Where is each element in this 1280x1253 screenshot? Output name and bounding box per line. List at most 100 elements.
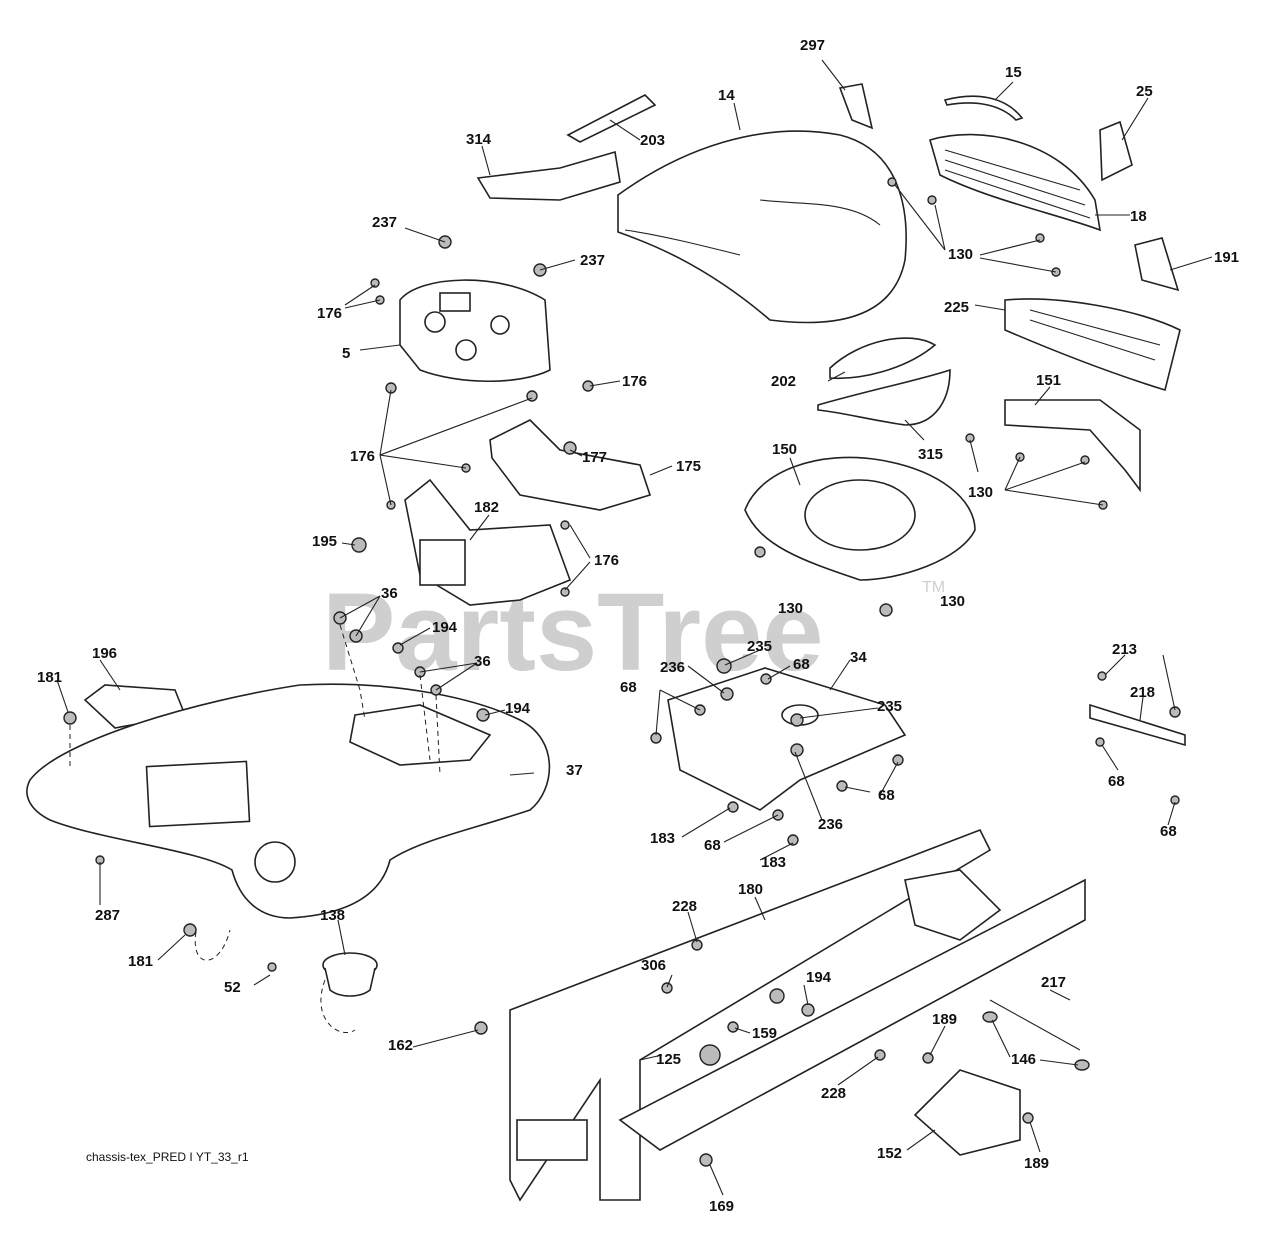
part-label-194-c: 194 xyxy=(806,969,832,986)
diagram-code: chassis-tex_PRED I YT_33_r1 xyxy=(86,1150,249,1164)
assembly-line xyxy=(320,979,356,1033)
part-label-176-b: 176 xyxy=(622,373,647,390)
frame-slot xyxy=(516,1119,588,1161)
part-label-150: 150 xyxy=(772,441,797,458)
part-label-125: 125 xyxy=(656,1051,681,1068)
part-203 xyxy=(566,94,657,143)
assembly-line xyxy=(339,624,366,721)
part-152 xyxy=(913,1069,1021,1156)
part-label-181-b: 181 xyxy=(128,953,153,970)
part-label-183-b: 183 xyxy=(761,854,786,871)
part-label-228-b: 228 xyxy=(821,1085,846,1102)
part-label-177: 177 xyxy=(582,449,607,466)
part-label-130-d: 130 xyxy=(940,593,965,610)
part-label-191: 191 xyxy=(1214,249,1239,266)
part-labels: 297 15 14 25 314 203 18 130 191 237 237 … xyxy=(37,37,1239,1215)
part-label-225: 225 xyxy=(944,299,969,316)
part-175 xyxy=(489,419,652,511)
part-label-162: 52 xyxy=(224,979,241,996)
part-label-34: 34 xyxy=(850,649,867,666)
part-label-130-c: 130 xyxy=(778,600,803,617)
part-label-169: 169 xyxy=(709,1198,734,1215)
part-label-5: 5 xyxy=(342,345,350,362)
part-label-176-d: 176 xyxy=(594,552,619,569)
part-label-315: 315 xyxy=(918,446,943,463)
part-label-180: 180 xyxy=(738,881,763,898)
part-315 xyxy=(817,368,951,426)
part-label-36-b: 36 xyxy=(474,653,491,670)
frame-crossmember xyxy=(904,869,1002,941)
part-label-138: 138 xyxy=(320,907,345,924)
part-label-196: 196 xyxy=(92,645,117,662)
assembly-line xyxy=(194,929,231,961)
part-label-228-a: 228 xyxy=(672,898,697,915)
part-15 xyxy=(943,95,1024,121)
part-label-68-d: 68 xyxy=(878,787,895,804)
part-218 xyxy=(1089,703,1186,747)
part-label-203: 203 xyxy=(640,132,665,149)
panel-slot xyxy=(419,539,466,586)
leader-lines xyxy=(56,59,1213,1196)
footplate-opening xyxy=(349,704,492,766)
dash-knob xyxy=(490,315,510,335)
part-label-287: 287 xyxy=(95,907,120,924)
deck-opening xyxy=(804,479,916,551)
frame-part xyxy=(509,828,992,1202)
part-label-213: 213 xyxy=(1112,641,1137,658)
part-label-130-a: 130 xyxy=(948,246,973,263)
part-label-306: 306 xyxy=(641,957,666,974)
part-label-25: 25 xyxy=(1136,83,1153,100)
watermark-tm: TM xyxy=(922,579,945,596)
part-label-68-f: 68 xyxy=(704,837,721,854)
part-label-152: 152 xyxy=(877,1145,902,1162)
part-label-68-c: 68 xyxy=(1108,773,1125,790)
part-138-body xyxy=(324,967,376,997)
part-label-176-c: 176 xyxy=(350,448,375,465)
part-label-189-b: 189 xyxy=(1024,1155,1049,1172)
dash-panel-part xyxy=(399,279,551,383)
part-217 xyxy=(989,999,1081,1051)
part-label-130-b: 130 xyxy=(968,484,993,501)
part-label-14: 14 xyxy=(718,87,735,104)
dash-knob xyxy=(455,339,477,361)
part-label-235-b: 235 xyxy=(877,698,902,715)
part-label-182: 182 xyxy=(474,499,499,516)
part-label-218: 218 xyxy=(1130,684,1155,701)
part-label-237-b: 237 xyxy=(580,252,605,269)
assembly-line xyxy=(419,674,441,776)
part-label-146: 159 xyxy=(752,1025,777,1042)
part-label-237-a: 237 xyxy=(372,214,397,231)
part-label-189-a: 189 xyxy=(932,1011,957,1028)
part-label-18: 18 xyxy=(1130,208,1147,225)
footplate-hole xyxy=(254,841,296,883)
gauge-window xyxy=(439,292,471,312)
part-191 xyxy=(1134,237,1180,292)
watermark-text: PartsTree xyxy=(322,571,823,694)
part-label-15: 15 xyxy=(1005,64,1022,81)
part-202 xyxy=(829,337,937,380)
part-label-194-a: 194 xyxy=(432,619,458,636)
dash-knob xyxy=(424,311,446,333)
part-52 xyxy=(982,1011,998,1023)
part-label-68-a: 68 xyxy=(793,656,810,673)
part-label-183-a: 183 xyxy=(650,830,675,847)
part-34 xyxy=(667,667,907,811)
part-label-151: 151 xyxy=(1036,372,1061,389)
part-label-176-a: 176 xyxy=(317,305,342,322)
frame-rail xyxy=(618,878,1086,1151)
part-297 xyxy=(838,83,874,130)
part-label-195: 195 xyxy=(312,533,337,550)
part-314 xyxy=(476,150,621,201)
part-label-52: 146 xyxy=(1011,1051,1036,1068)
fastener-set xyxy=(63,177,1181,1167)
part-label-36-a: 36 xyxy=(381,585,398,602)
part-225 xyxy=(1004,298,1181,392)
footplate-opening xyxy=(145,760,251,828)
part-label-194-b: 194 xyxy=(505,700,531,717)
part-151 xyxy=(1004,399,1141,493)
part-label-236-b: 236 xyxy=(818,816,843,833)
part-label-314: 314 xyxy=(466,131,492,148)
hood-part xyxy=(617,130,907,324)
part-label-159: 162 xyxy=(388,1037,413,1054)
